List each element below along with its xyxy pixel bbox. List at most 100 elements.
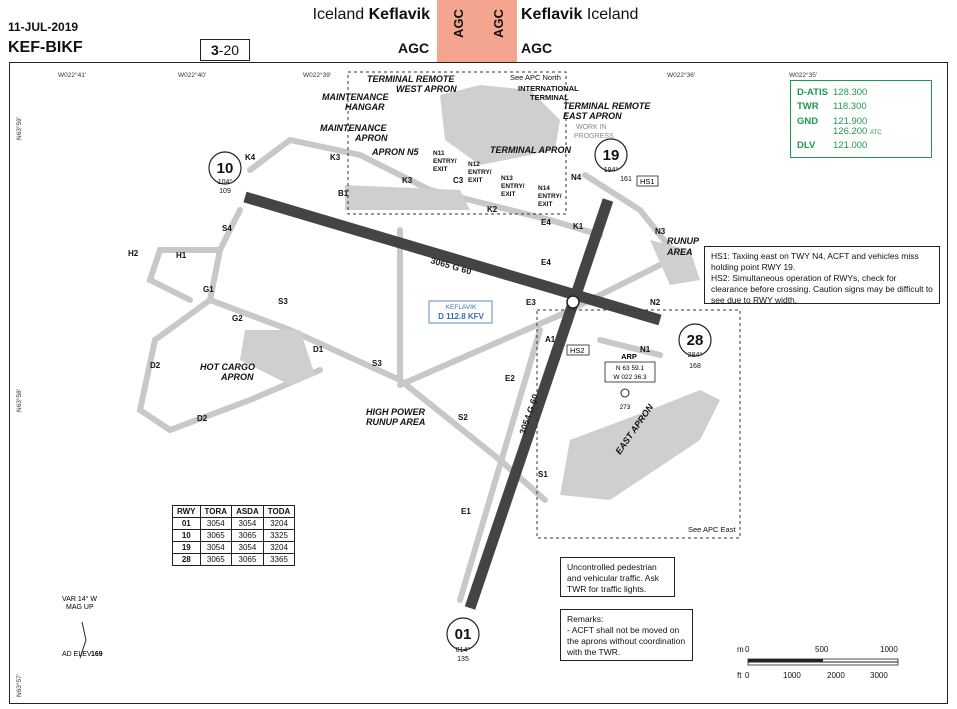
navaid-freq: D 112.8 KFV — [438, 312, 484, 321]
twy-h1: H1 — [176, 251, 187, 260]
scale-ft-3000: 3000 — [870, 671, 888, 680]
navaid-name: KEFLAVIK — [446, 304, 477, 311]
taxiway-e3 — [397, 252, 683, 388]
cell: 01 — [172, 517, 201, 530]
scale-m-0: 0 — [745, 645, 750, 654]
east-apron-shape — [560, 390, 720, 500]
remarks-text: - ACFT shall not be moved on the aprons … — [567, 625, 686, 657]
twy-c3: C3 — [453, 176, 464, 185]
twy-e1: E1 — [461, 507, 471, 516]
apron-maintenance-hangar-1: MAINTENANCE — [322, 92, 389, 102]
twy-k3b: K3 — [402, 176, 413, 185]
lon-4: W022°36' — [667, 71, 695, 79]
scale-bar: m 0 500 1000 ft 0 1000 2000 3000 — [737, 645, 899, 680]
twy-b1: B1 — [338, 189, 349, 198]
rwy-end-10-label: 10 — [217, 160, 234, 177]
rwy-01-elev: 135 — [457, 656, 469, 663]
north-arrow-icon — [79, 621, 87, 659]
twy-k3: K3 — [330, 153, 341, 162]
twy-s4: S4 — [222, 224, 232, 233]
cell: 3204 — [262, 541, 296, 554]
agc-band: AGC AGC — [437, 0, 517, 62]
twy-s1: S1 — [538, 470, 548, 479]
apron-n5-shape — [345, 185, 470, 210]
runway-01-19 — [464, 198, 614, 610]
lat-1: N63°59' — [15, 117, 23, 140]
tower-icon — [620, 388, 630, 398]
lat-3: N63°57' — [15, 674, 23, 697]
scale-ft-1000: 1000 — [783, 671, 801, 680]
hs1-label: HS1 — [640, 177, 655, 186]
rwy-end-19-label: 19 — [603, 147, 620, 164]
lon-1: W022°41' — [58, 71, 86, 79]
taxiway-h — [146, 247, 223, 303]
col-asda: ASDA — [231, 505, 264, 518]
cell: 3054 — [199, 517, 233, 530]
svg-text:EXIT: EXIT — [468, 177, 482, 184]
hs1-box — [636, 175, 659, 187]
twy-n13: N13 — [501, 175, 513, 182]
rwy-end-28-label: 28 — [687, 332, 704, 349]
cell: 3054 — [231, 517, 264, 530]
svg-text:EXIT: EXIT — [433, 166, 447, 173]
rwy-end-01-circle — [446, 617, 480, 651]
twy-s3: S3 — [278, 297, 288, 306]
cell: 3325 — [262, 529, 296, 542]
twy-s2: S2 — [458, 413, 468, 422]
apc-north-box — [347, 71, 567, 215]
map-frame — [9, 62, 948, 704]
see-apc-north: See APC North — [510, 73, 561, 82]
remarks-box: Remarks: - ACFT shall not be moved on th… — [560, 609, 693, 661]
lon-3: W022°39' — [303, 71, 331, 79]
rwy-01-hdg: 014° — [456, 646, 471, 654]
twy-e2: E2 — [505, 374, 515, 383]
airport-code: KEF-BIKF — [8, 39, 83, 56]
ad-elev-label: AD ELEV — [62, 651, 92, 658]
high-power-runup-2: RUNUP AREA — [366, 417, 425, 427]
hs2-note: HS2: Simultaneous operation of RWYs, che… — [711, 273, 933, 305]
svg-text:ENTRY/: ENTRY/ — [538, 193, 562, 200]
runup-area-shape — [650, 240, 700, 285]
rwy-end-19-circle — [594, 138, 628, 172]
rwy-10-hdg: 104° — [218, 178, 233, 186]
arp-box — [604, 361, 656, 383]
cell: 3065 — [231, 553, 264, 566]
rwy-end-10-circle — [208, 151, 242, 185]
svg-text:EXIT: EXIT — [538, 201, 552, 208]
work-in-progress-2: PROGRESS — [574, 133, 614, 140]
cell: 10 — [172, 529, 201, 542]
scale-ft-0: 0 — [745, 671, 750, 680]
scale-m-1000: 1000 — [880, 645, 898, 654]
tower-elev: 273 — [620, 404, 631, 411]
cell: 3204 — [262, 517, 296, 530]
twy-s3b: S3 — [372, 359, 382, 368]
twy-a1: A1 — [545, 335, 556, 344]
cell: 3054 — [231, 541, 264, 554]
scale-m-label: m — [737, 645, 744, 654]
navaid-box — [428, 300, 493, 324]
col-toda: TODA — [262, 505, 296, 518]
svg-text:ENTRY/: ENTRY/ — [501, 183, 525, 190]
hot-cargo-apron-2: APRON — [220, 372, 254, 382]
hs2-label: HS2 — [570, 346, 585, 355]
scale-ft-2000: 2000 — [827, 671, 845, 680]
taxiway-e1 — [457, 327, 543, 603]
apron-maintenance-hangar-2: HANGAR — [345, 102, 385, 112]
runup-area-1: RUNUP — [667, 236, 700, 246]
rwy-end-01-label: 01 — [455, 626, 472, 643]
apron-terminal-remote-east-1: TERMINAL REMOTE — [563, 101, 651, 111]
rwy-19-hdg: 194° — [604, 166, 619, 174]
taxiway-d — [136, 297, 323, 434]
svg-text:ENTRY/: ENTRY/ — [468, 169, 492, 176]
svg-text:EXIT: EXIT — [501, 191, 515, 198]
title-left: Iceland Keflavik — [312, 6, 430, 23]
remarks-title: Remarks: — [567, 614, 604, 624]
twy-g2: G2 — [232, 314, 243, 323]
taxiway-n — [582, 172, 683, 263]
